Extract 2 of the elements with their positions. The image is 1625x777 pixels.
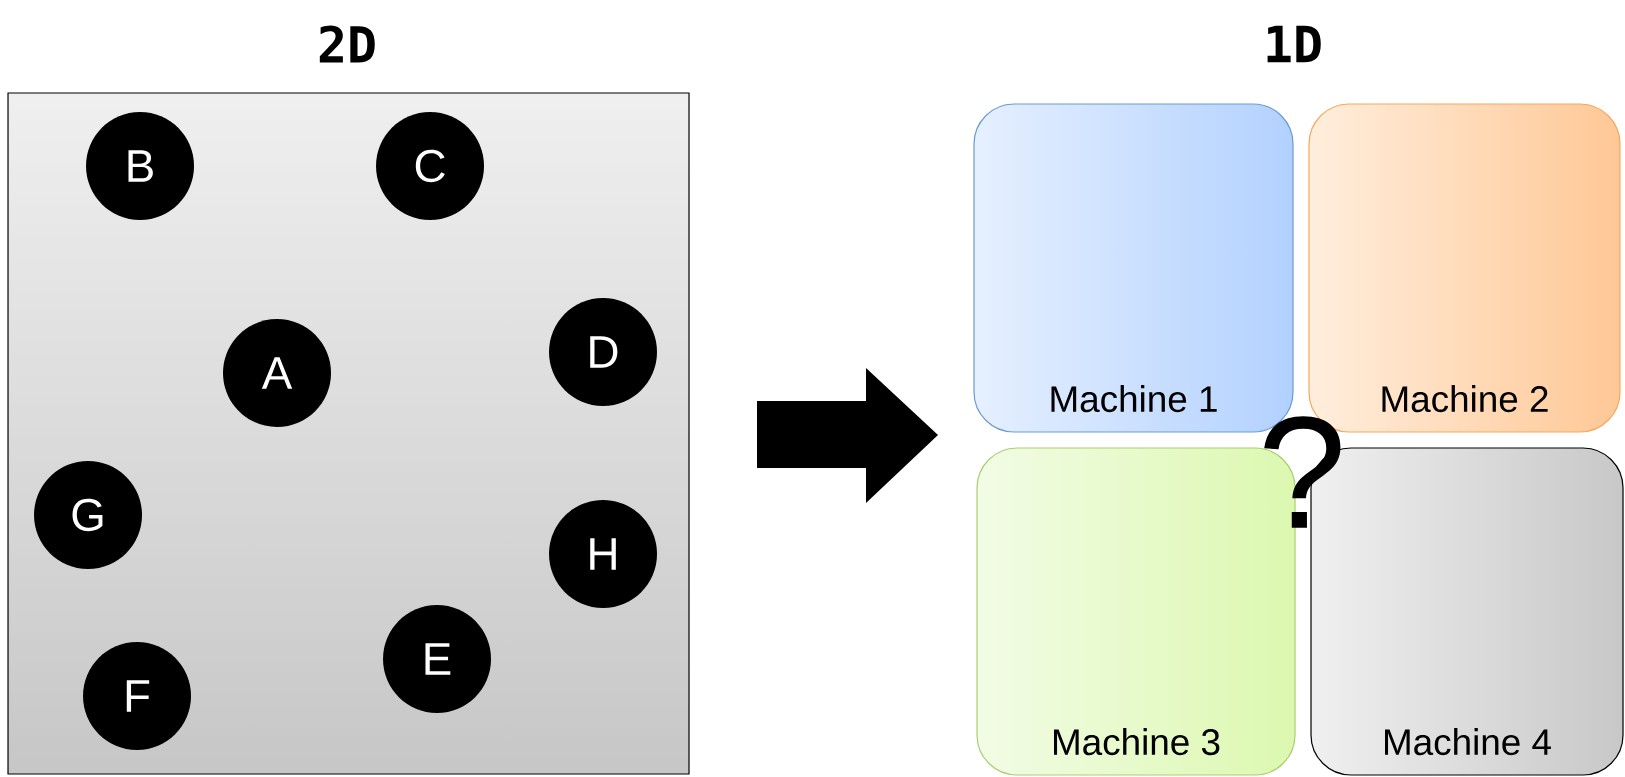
axis-heading: 1D xyxy=(1267,25,1321,63)
node-label: 2D xyxy=(319,25,375,63)
